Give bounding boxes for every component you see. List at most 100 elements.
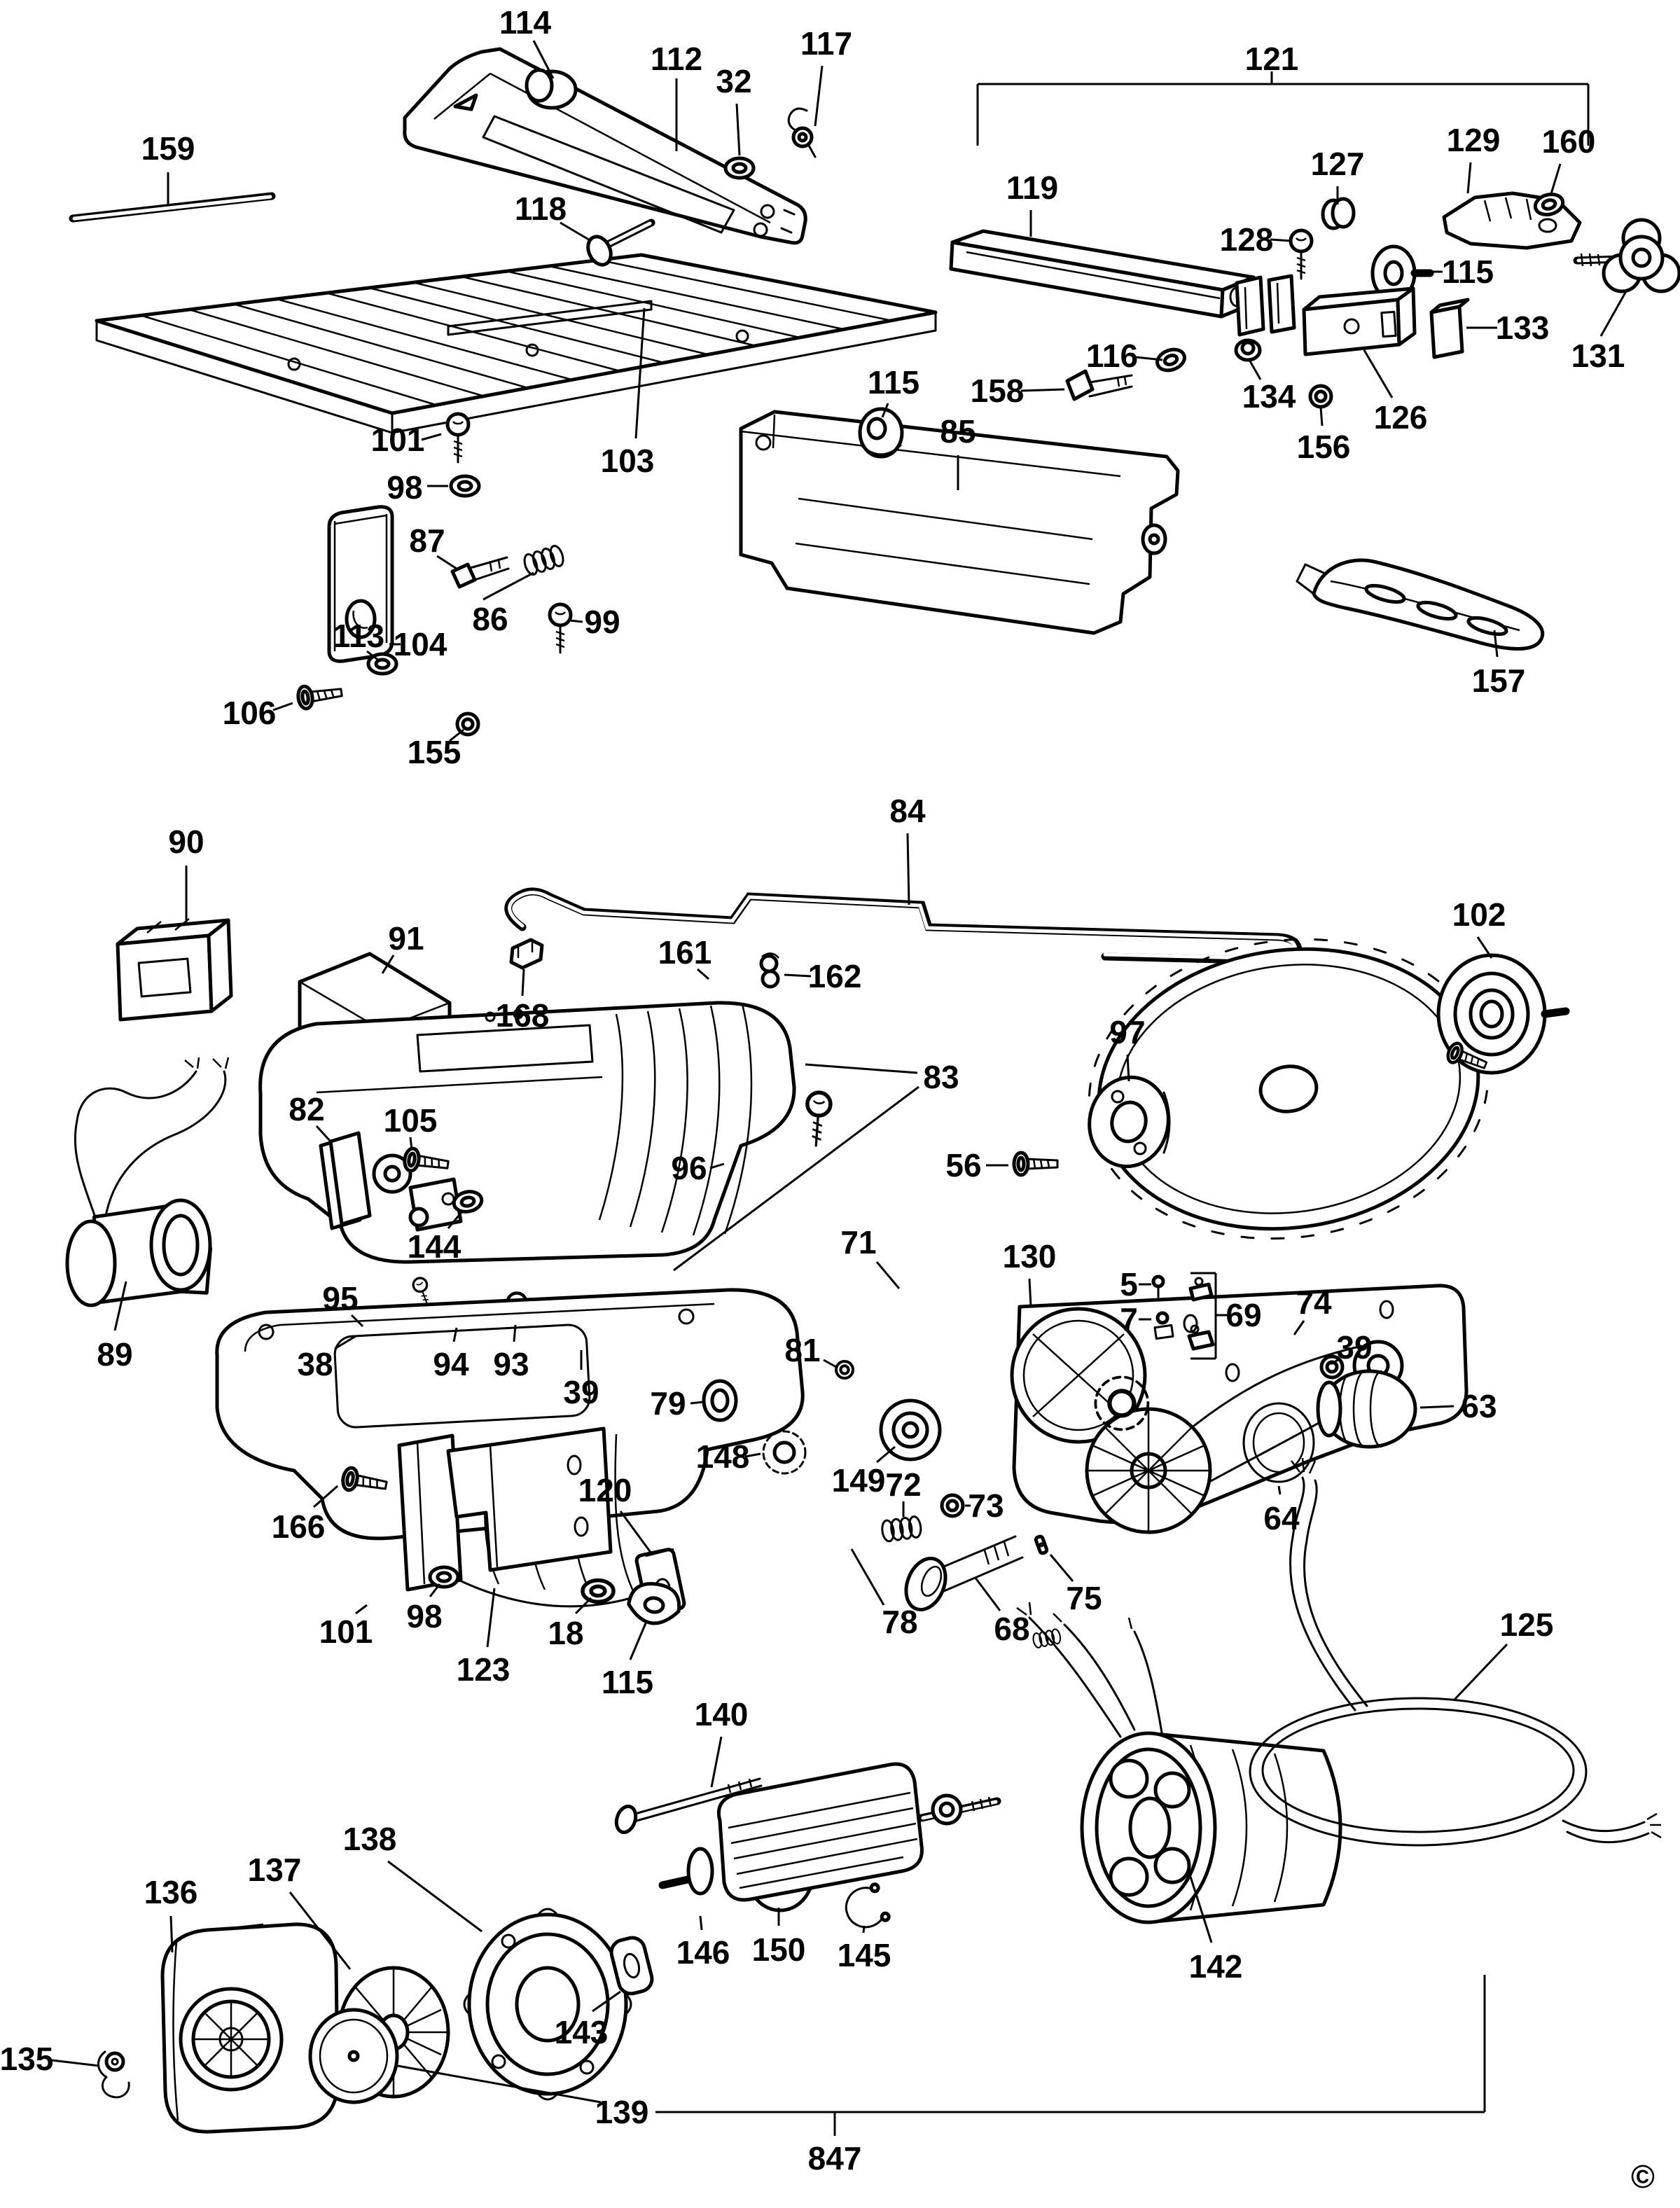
callout-56: 56 [945, 1147, 981, 1183]
drawing-end-bell-138 [463, 1908, 632, 2101]
leader-129 [1466, 162, 1472, 194]
callout-159: 159 [141, 130, 195, 167]
callout-115b: 115 [868, 364, 919, 401]
screw-106-icon [297, 681, 343, 709]
callout-81: 81 [784, 1332, 820, 1368]
washer-113-icon [368, 654, 396, 674]
callout-106: 106 [223, 695, 277, 731]
leader-75 [1049, 1554, 1074, 1582]
leader-140 [710, 1736, 723, 1788]
leader-144 [447, 1211, 464, 1229]
drawing-clip-162 [759, 952, 780, 989]
callout-140: 140 [695, 1696, 749, 1733]
spring-74-icon [1031, 1627, 1062, 1649]
callout-64: 64 [1263, 1500, 1300, 1536]
callout-148: 148 [696, 1438, 750, 1475]
callout-142: 142 [1189, 1948, 1243, 1985]
callout-74: 74 [1296, 1284, 1332, 1321]
leader-81 [823, 1359, 837, 1368]
leader-155 [449, 728, 464, 742]
drawing-table-insert-strip [69, 192, 276, 223]
drawing-guard-bolt [586, 218, 655, 267]
callout-7: 7 [1120, 1301, 1138, 1338]
leader-162 [784, 973, 812, 978]
washer-98a-icon [451, 476, 479, 496]
leader-113 [366, 650, 380, 662]
drawing-blade-guard [403, 47, 807, 245]
callout-103: 103 [601, 443, 655, 479]
leader-118 [560, 221, 592, 242]
callout-114: 114 [499, 4, 552, 41]
callout-158: 158 [971, 373, 1025, 409]
drawing-brush-parts [1151, 1275, 1215, 1351]
leader-138 [387, 1860, 483, 1933]
leader-98b [429, 1583, 441, 1597]
leader-101a [421, 433, 442, 441]
leader-87 [436, 555, 457, 570]
drawing-clamp-block [1302, 286, 1417, 356]
leader-32 [735, 103, 741, 156]
leader-135 [51, 2059, 100, 2067]
leader-126 [1363, 349, 1394, 398]
eclip-145-icon [840, 1882, 889, 1932]
leader-131 [1599, 291, 1627, 337]
drawing-field-stator [1016, 1602, 1342, 1924]
callout-162: 162 [808, 958, 862, 994]
callout-125: 125 [1500, 1606, 1554, 1643]
callout-139: 139 [595, 2094, 649, 2130]
leader-99 [569, 619, 583, 623]
nut-81-icon [836, 1361, 853, 1378]
callout-18: 18 [548, 1615, 583, 1651]
callout-130: 130 [1003, 1238, 1057, 1275]
leader-148 [744, 1452, 761, 1458]
callout-91: 91 [388, 920, 424, 957]
callout-78: 78 [882, 1604, 917, 1640]
leader-142 [1189, 1876, 1213, 1943]
screw-99-icon [550, 604, 571, 653]
drawing-square-bolt-87 [450, 556, 510, 589]
line-leader-83-lower [673, 1085, 919, 1272]
leader-139 [397, 2064, 602, 2104]
callout-5: 5 [1120, 1266, 1138, 1303]
drawing-gasket-143 [609, 1936, 654, 1996]
leader-63 [1419, 1405, 1455, 1409]
drawing-support-post [327, 505, 394, 663]
callout-73: 73 [968, 1487, 1004, 1524]
callout-156: 156 [1297, 429, 1351, 465]
leader-149 [876, 1445, 896, 1464]
leader-78 [850, 1548, 885, 1606]
callout-131: 131 [1571, 338, 1625, 374]
leader-137 [289, 1891, 352, 1970]
drawing-plate-133 [1429, 298, 1470, 359]
screw-128-icon [1291, 230, 1312, 279]
callout-89: 89 [97, 1336, 132, 1373]
callout-136: 136 [144, 1874, 198, 1910]
callout-97: 97 [1109, 1014, 1145, 1050]
leader-71 [875, 1261, 901, 1289]
callout-134: 134 [1242, 378, 1296, 415]
leader-84 [906, 833, 910, 905]
leader-168 [521, 968, 525, 997]
callout-161: 161 [658, 934, 712, 971]
leader-91 [381, 954, 395, 974]
callout-39b: 39 [1336, 1329, 1372, 1366]
leader-145 [862, 1925, 866, 1933]
copyright-mark: © [1631, 2158, 1655, 2195]
callout-85: 85 [940, 413, 976, 450]
callout-101b: 101 [319, 1613, 373, 1650]
callout-138: 138 [343, 1821, 397, 1857]
drawing-baffle-disc-139 [308, 2008, 399, 2104]
drawing-pin-75 [1034, 1534, 1049, 1555]
leader-97 [1126, 1054, 1130, 1082]
callout-145: 145 [838, 1937, 891, 1973]
drawing-power-cord [1249, 1457, 1662, 1847]
drawing-switch [116, 918, 233, 1022]
washer-32-icon [726, 158, 754, 178]
leader-146 [699, 1915, 703, 1931]
drawing-knob-115a [1370, 244, 1434, 302]
callout-143: 143 [555, 2014, 609, 2050]
callout-135: 135 [0, 2041, 53, 2077]
callout-82: 82 [289, 1091, 324, 1127]
drawing-outer-flange [1436, 953, 1570, 1075]
